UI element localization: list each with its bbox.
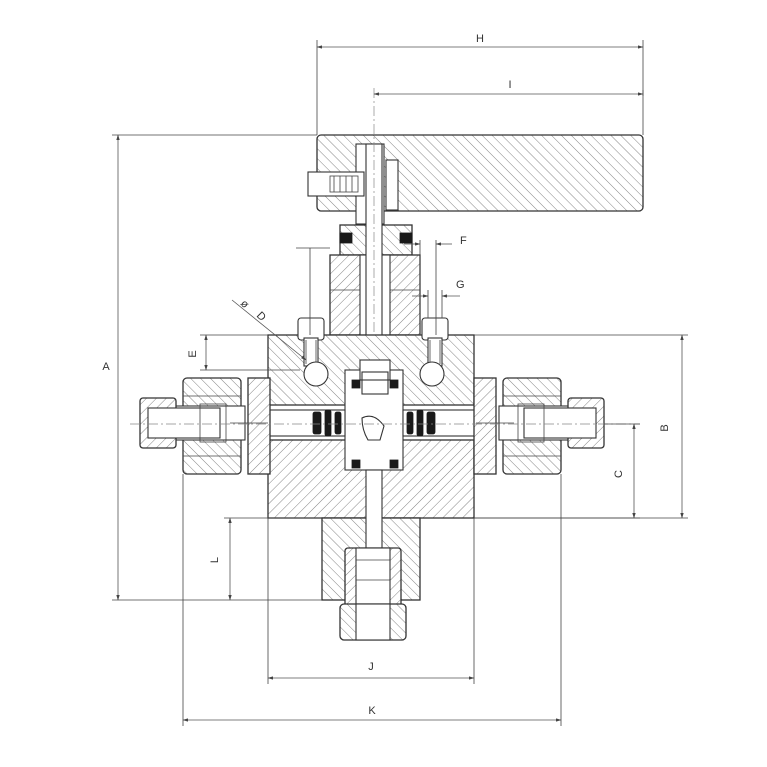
label-F: F	[460, 235, 467, 247]
dimension-J: J	[267, 518, 475, 684]
dimension-A: A	[102, 134, 322, 601]
dimension-I: I	[373, 79, 644, 96]
label-C: C	[613, 470, 625, 478]
label-G: G	[456, 279, 465, 291]
bolt-right	[419, 317, 449, 387]
dimension-G: G	[412, 279, 465, 318]
label-J: J	[368, 661, 374, 673]
dimension-F: F	[296, 235, 467, 335]
left-fitting	[139, 377, 271, 475]
dimension-C: C	[474, 423, 640, 519]
dimension-H: H	[316, 33, 644, 135]
label-L: L	[209, 557, 221, 563]
bolt-left	[297, 317, 329, 387]
dimension-K: K	[182, 474, 562, 726]
label-D: D	[254, 310, 268, 324]
label-diameter-symbol: ø	[238, 298, 251, 311]
label-A: A	[102, 361, 110, 373]
label-I: I	[508, 79, 511, 91]
label-E: E	[187, 350, 199, 357]
dimension-E: E	[187, 334, 300, 371]
dimension-L: L	[209, 517, 322, 601]
right-fitting	[473, 377, 605, 475]
label-K: K	[368, 705, 376, 717]
bottom-fitting	[339, 547, 407, 641]
handle	[307, 134, 644, 225]
label-H: H	[476, 33, 484, 45]
label-B: B	[659, 424, 671, 431]
